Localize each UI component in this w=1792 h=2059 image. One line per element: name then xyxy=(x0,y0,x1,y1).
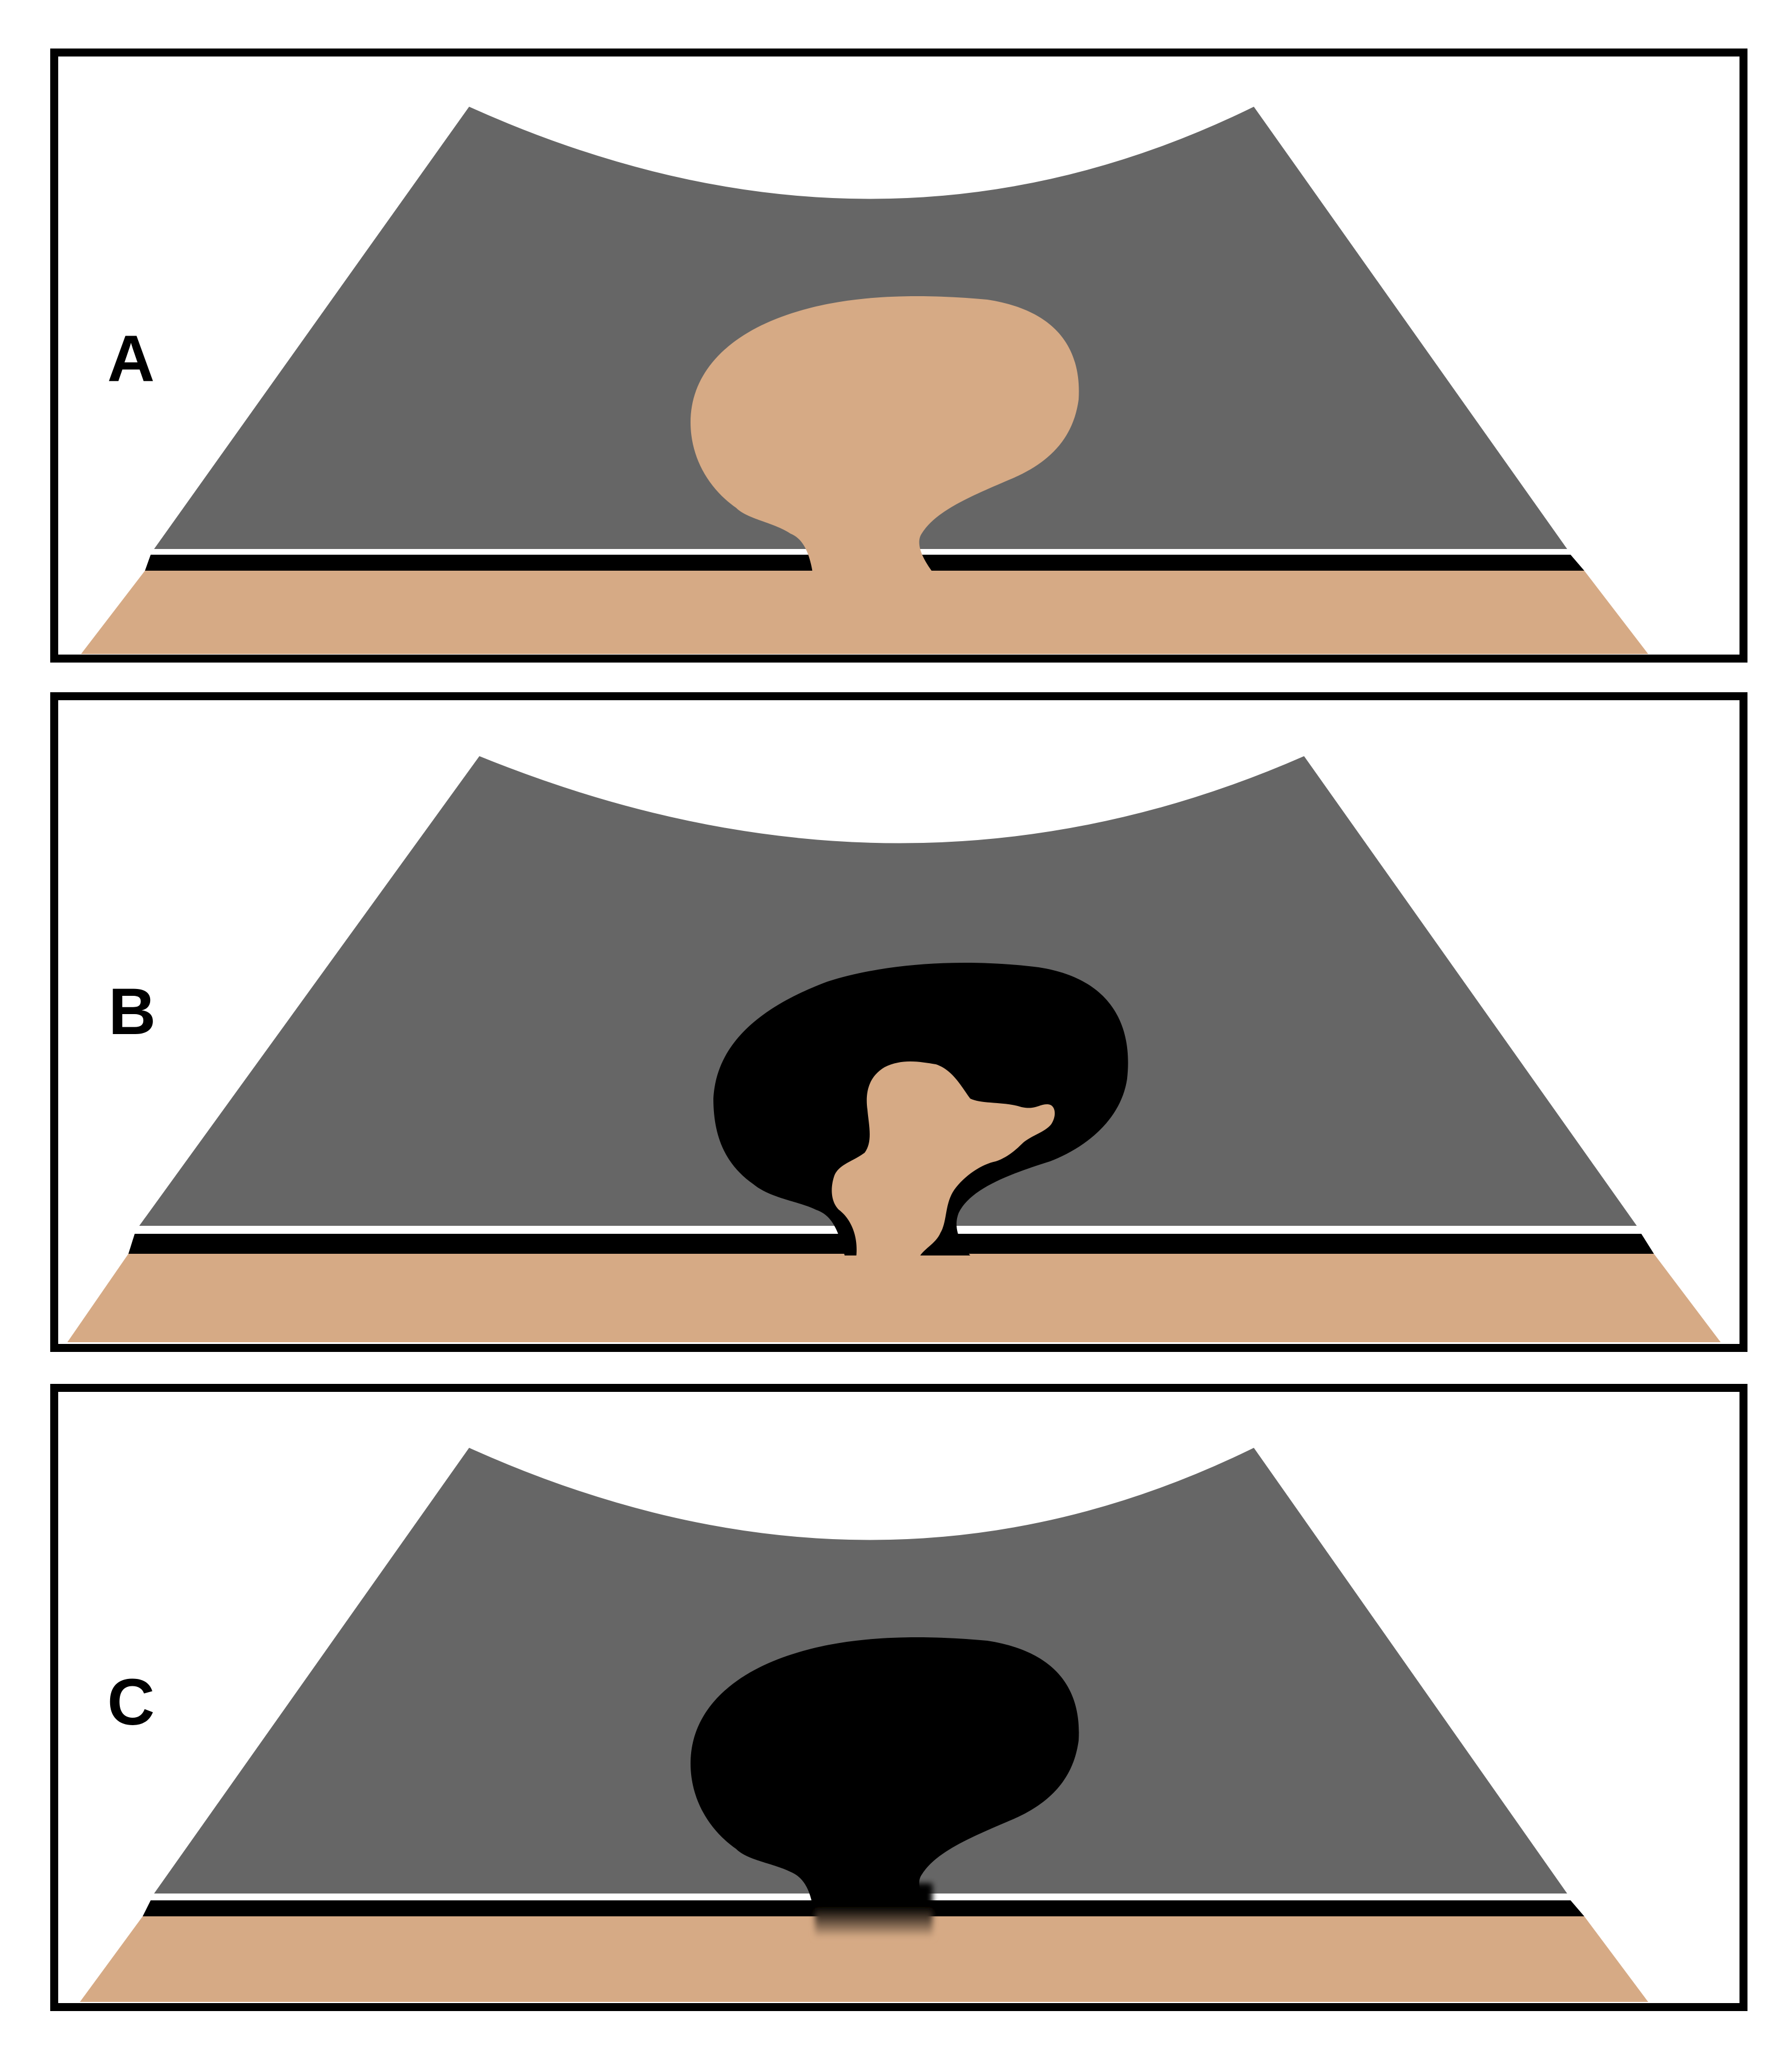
panel-c-label: C xyxy=(107,1666,155,1739)
panel-a-tan-mass xyxy=(691,296,1079,576)
panel-c-fading-neck xyxy=(815,1883,933,1937)
panel-c-black-mass xyxy=(691,1637,1079,1909)
panel-c xyxy=(50,1384,1747,2011)
panel-a-label: A xyxy=(107,322,155,395)
panel-b-label: B xyxy=(108,975,156,1048)
panel-a xyxy=(50,49,1747,663)
panel-b-tan-base-layer xyxy=(67,1254,1721,1342)
panel-a-tan-base-layer xyxy=(81,571,1648,654)
panel-b xyxy=(50,692,1747,1352)
panel-c-tan-base-layer xyxy=(80,1916,1648,2002)
panel-b-tan-inner-shape xyxy=(832,1061,1055,1258)
